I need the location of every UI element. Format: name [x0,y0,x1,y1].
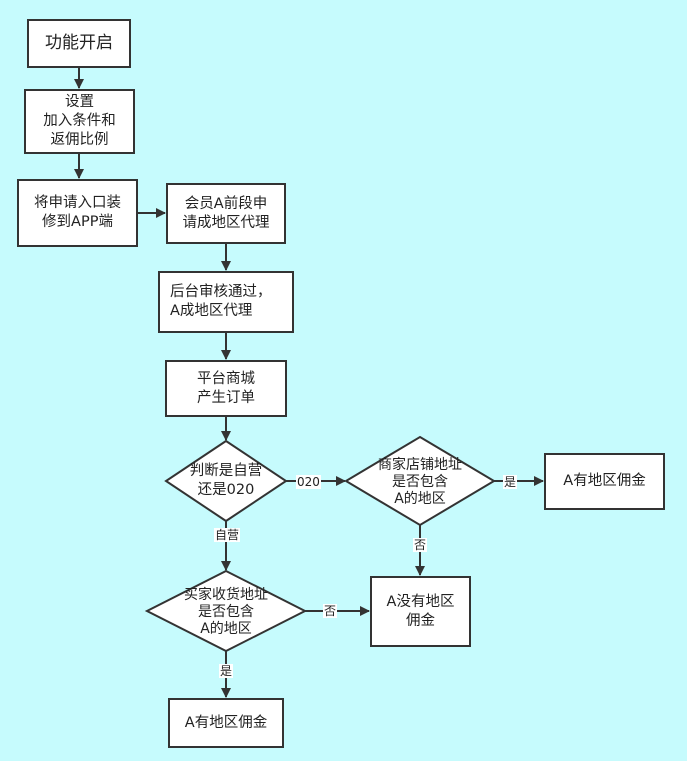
decision-type-label: 判断是自营 还是020 [189,463,263,498]
edge-label-buyer-no: 否 [323,604,338,618]
approve-box: 后台审核通过， A成地区代理 [158,271,294,333]
setup-box: 设置 加入条件和 返佣比例 [24,89,135,154]
decision-store-label: 商家店铺地址 是否包含 A的地区 [378,456,462,507]
decision-buyer-label: 买家收货地址 是否包含 A的地区 [184,586,268,637]
edge-label-o2o: 020 [296,475,321,489]
commission-no-box: A没有地区 佣金 [370,576,471,647]
edge-label-store-yes: 是 [503,475,518,489]
deploy-box: 将申请入口装 修到APP端 [17,179,138,247]
commission-yes-right-box: A有地区佣金 [544,453,665,510]
edge-label-buyer-yes: 是 [219,664,234,678]
edge-label-self: 自营 [214,528,241,542]
start-box: 功能开启 [27,19,131,68]
apply-box: 会员A前段申 请成地区代理 [166,183,286,244]
commission-yes-bottom-box: A有地区佣金 [168,698,284,748]
edge-label-store-no: 否 [413,538,428,552]
order-box: 平台商城 产生订单 [165,360,287,417]
